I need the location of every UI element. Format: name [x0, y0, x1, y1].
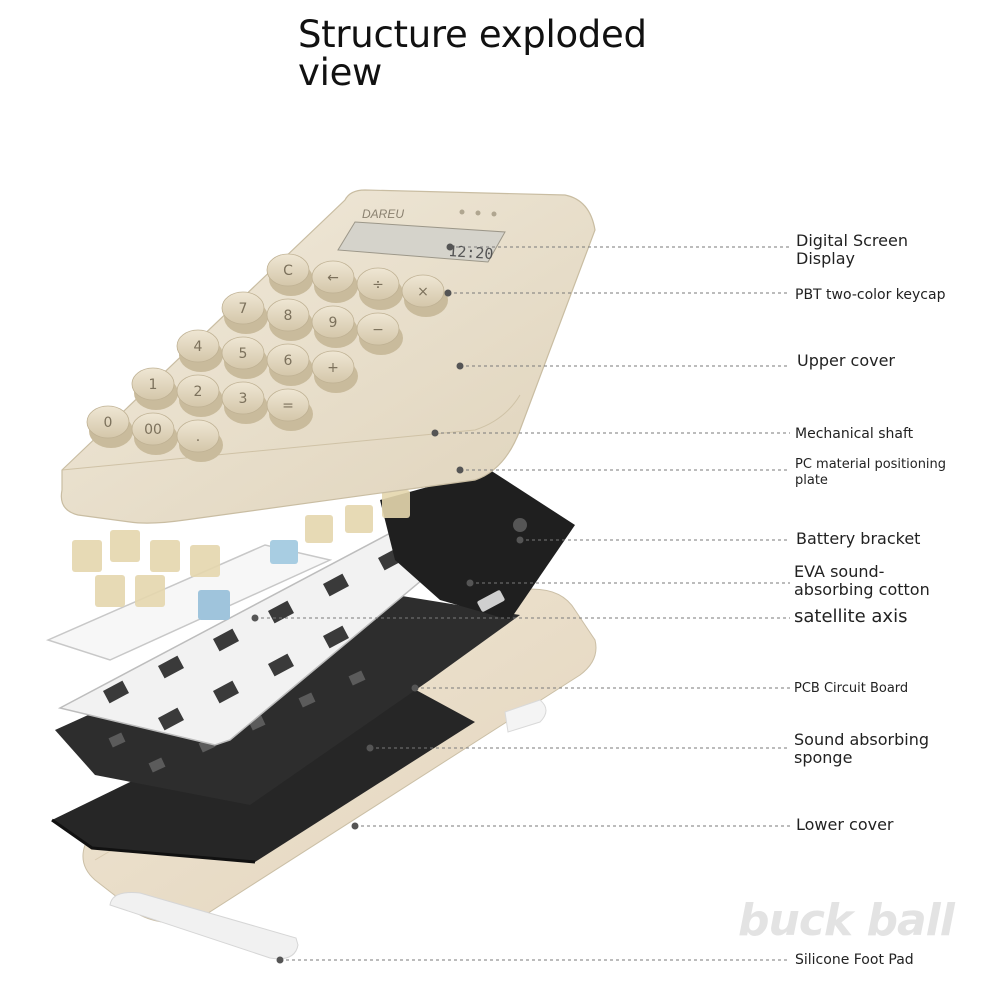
keycap: 0 [86, 405, 133, 448]
keycap: 2 [176, 374, 223, 417]
keycap-label: = [282, 398, 294, 414]
keycap: + [311, 350, 358, 393]
page-title: Structure exploded view [298, 16, 698, 92]
watermark: buck ball [738, 895, 955, 946]
keycap-label: 8 [284, 308, 293, 324]
keycap-label: 3 [239, 391, 248, 407]
keycap-label: 9 [329, 315, 338, 331]
mechanical-switches [72, 490, 410, 607]
keycap-label: 7 [239, 301, 248, 317]
keycap-label: × [417, 284, 429, 300]
brand-logo: DAREU [362, 207, 404, 221]
display-readout: 12:20 [448, 242, 494, 263]
keycap: 5 [221, 336, 268, 379]
keycap-label: 4 [194, 339, 203, 355]
indicator-lights [459, 209, 497, 217]
label-lower-cover: Lower cover [796, 815, 894, 834]
label-eva-line2: absorbing cotton [794, 580, 930, 599]
keycap: 4 [176, 329, 223, 372]
keycap-label: 1 [149, 377, 158, 393]
keycap-label: + [327, 360, 339, 376]
keycap: 7 [221, 291, 268, 334]
keycap: C [266, 253, 313, 296]
label-sponge-line2: sponge [794, 748, 853, 767]
label-keycap: PBT two-color keycap [795, 287, 946, 303]
keycap-label: . [196, 429, 200, 445]
label-pc-plate: PC material positioning plate [795, 457, 946, 489]
keycap: 9 [311, 305, 358, 348]
label-sponge: Sound absorbing sponge [794, 731, 929, 767]
label-pc-plate-line1: PC material positioning [795, 457, 947, 472]
keycap: 8 [266, 298, 313, 341]
keycap-label: 00 [144, 422, 162, 438]
label-eva: EVA sound- absorbing cotton [794, 563, 930, 599]
keycap: − [356, 312, 403, 355]
keycap: 6 [266, 343, 313, 386]
title-line-2: view [298, 51, 383, 94]
keycap-label: 2 [194, 384, 203, 400]
keycap-label: − [372, 322, 384, 338]
satellite-axis [198, 540, 298, 620]
label-digital-screen: Digital Screen Display [796, 232, 908, 268]
keycap-label: 6 [284, 353, 293, 369]
keycap: = [266, 388, 313, 431]
label-sponge-line1: Sound absorbing [794, 730, 930, 749]
keycap: 3 [221, 381, 268, 424]
label-upper-cover: Upper cover [797, 351, 896, 370]
label-eva-line1: EVA sound- [794, 562, 885, 581]
keycap-label: ← [327, 270, 339, 286]
label-mech-shaft: Mechanical shaft [795, 426, 914, 442]
keycap-label: 5 [239, 346, 248, 362]
keycap: ← [311, 260, 358, 303]
label-foot-pad: Silicone Foot Pad [795, 952, 914, 968]
label-digital-screen-line2: Display [796, 249, 855, 268]
keycap-label: ÷ [372, 277, 384, 293]
keycap: 1 [131, 367, 178, 410]
keycap: 00 [131, 412, 178, 455]
digital-screen-display [337, 221, 506, 263]
label-pc-plate-line2: plate [795, 473, 828, 488]
label-satellite-axis: satellite axis [794, 606, 908, 627]
keycap-label: C [283, 263, 293, 279]
label-digital-screen-line1: Digital Screen [796, 231, 908, 250]
leader-dots [251, 243, 524, 964]
keycap: ÷ [356, 267, 403, 310]
title-line-1: Structure exploded [298, 13, 647, 56]
keycap: . [176, 419, 223, 462]
keycap: × [401, 274, 448, 317]
label-pcb: PCB Circuit Board [794, 681, 909, 696]
leader-lines [255, 246, 790, 961]
label-battery-bracket: Battery bracket [796, 529, 921, 548]
keycap-label: 0 [104, 415, 113, 431]
